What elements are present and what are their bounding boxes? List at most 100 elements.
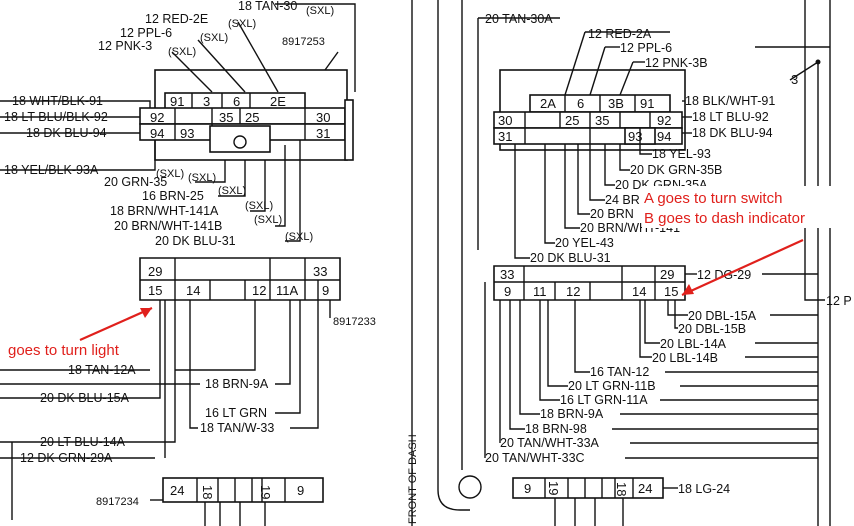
pin-25-right: 25 — [565, 113, 579, 128]
wire-18-brn-9a: 18 BRN-9A — [205, 377, 269, 391]
front-of-dash-label: FRONT OF DASH — [407, 434, 419, 524]
wire-18-yel-93: 18 YEL-93 — [652, 147, 711, 161]
wire-20-brn: 20 BRN — [590, 207, 634, 221]
wire-18-brn-wht-141a: 18 BRN/WHT-141A — [110, 204, 219, 218]
pin-30-right: 30 — [498, 113, 512, 128]
pin-15-left: 15 — [148, 283, 162, 298]
pin-2a-right: 2A — [540, 96, 556, 111]
wire-18-lt-blu-blk-92: 18 LT BLU/BLK-92 — [4, 110, 108, 124]
sxl-tag: (SXL) — [228, 18, 256, 30]
annotation-arrow-turn-light — [79, 306, 153, 342]
pin-3-right-edge: 3 — [791, 72, 798, 87]
part-number-8917234: 8917234 — [96, 496, 139, 508]
wire-20-yel-43: 20 YEL-43 — [555, 236, 614, 250]
wire-12-dk-grn-29a: 12 DK GRN-29A — [20, 451, 113, 465]
wire-16-brn-25: 16 BRN-25 — [142, 189, 204, 203]
right-bottom-connector — [512, 477, 678, 526]
pin-2e-left: 2E — [270, 94, 286, 109]
wire-12-pnk-3: 12 PNK-3 — [98, 39, 152, 53]
pin-6-right: 6 — [577, 96, 584, 111]
pin-29-left: 29 — [148, 264, 162, 279]
left-upper-wires — [0, 3, 356, 242]
sxl-tag: (SXL) — [168, 46, 196, 58]
arrowhead-icon — [140, 308, 152, 318]
wire-20-dk-blu-31: 20 DK BLU-31 — [530, 251, 611, 265]
note-b-dash-indicator: B goes to dash indicator — [644, 210, 805, 227]
wire-20-lt-grn-11b: 20 LT GRN-11B — [568, 379, 656, 393]
wire-20-grn-35: 20 GRN-35 — [104, 175, 167, 189]
pin-24-left: 24 — [170, 483, 184, 498]
wire-18-lg-24: 18 LG-24 — [678, 482, 730, 496]
wire-16-lt-grn-11a: 16 LT GRN-11A — [560, 393, 648, 407]
wire-24-br: 24 BR — [605, 193, 640, 207]
pin-19-right: 19 — [546, 481, 561, 495]
wire-12-red-2a: 12 RED-2A — [588, 27, 652, 41]
sxl-tag: (SXL) — [156, 168, 184, 180]
pin-14-right: 14 — [632, 284, 646, 299]
sxl-tag: (SXL) — [306, 5, 334, 17]
part-number-8917253: 8917253 — [282, 36, 325, 48]
wire-18-brn-98: 18 BRN-98 — [525, 422, 587, 436]
pin-35-left: 35 — [219, 110, 233, 125]
pin-29-right: 29 — [660, 267, 674, 282]
pin-9-bottom-left: 9 — [297, 483, 304, 498]
wire-20-lbl-14a: 20 LBL-14A — [660, 337, 727, 351]
wire-20-lt-blu-14a: 20 LT BLU-14A — [40, 435, 126, 449]
pin-19-left: 19 — [258, 485, 273, 499]
note-a-turn-switch: A goes to turn switch — [644, 190, 782, 207]
pin-91-left: 91 — [170, 94, 184, 109]
sxl-tag: (SXL) — [285, 231, 313, 243]
pin-31-right: 31 — [498, 129, 512, 144]
right-middle-connector — [493, 265, 686, 301]
wire-20-dk-blu-31: 20 DK BLU-31 — [155, 234, 236, 248]
wire-20-tan-30a: 20 TAN-30A — [485, 12, 553, 26]
left-bottom-connector — [150, 477, 324, 526]
wire-18-tan-12a: 18 TAN-12A — [68, 363, 136, 377]
mounting-hole-icon — [458, 475, 482, 499]
left-middle-connector — [139, 257, 341, 301]
pin-93-left: 93 — [180, 126, 194, 141]
arrowhead-icon — [682, 284, 694, 295]
left-lower-wires — [0, 300, 319, 520]
pin-15-right: 15 — [664, 284, 678, 299]
pin-30-left: 30 — [316, 110, 330, 125]
right-upper-connector — [493, 69, 686, 151]
wire-12-p-right: 12 P — [826, 294, 852, 308]
wire-16-tan-12: 16 TAN-12 — [590, 365, 649, 379]
pin-11-right: 11 — [533, 284, 547, 299]
left-upper-connector — [139, 69, 354, 161]
wire-18-lt-blu-92: 18 LT BLU-92 — [692, 110, 769, 124]
pin-93-right: 93 — [628, 129, 642, 144]
wire-18-yel-blk-93a: 18 YEL/BLK-93A — [4, 163, 99, 177]
part-number-8917233: 8917233 — [333, 316, 376, 328]
wire-18-dk-blu-94: 18 DK BLU-94 — [26, 126, 107, 140]
pin-35-right: 35 — [595, 113, 609, 128]
pin-33-right: 33 — [500, 267, 514, 282]
note-turn-light: goes to turn light — [8, 342, 120, 359]
wire-20-brn-wht-141b: 20 BRN/WHT-141B — [114, 219, 222, 233]
pin-12-right: 12 — [566, 284, 580, 299]
pin-24-right: 24 — [638, 481, 652, 496]
pin-12-left: 12 — [252, 283, 266, 298]
wire-20-dk-grn-35b: 20 DK GRN-35B — [630, 163, 722, 177]
wire-20-dbl-15a: 20 DBL-15A — [688, 309, 757, 323]
wire-18-blk-wht-91: 18 BLK/WHT-91 — [685, 94, 775, 108]
annotation-arrow-pin-15 — [681, 238, 804, 297]
wire-20-dk-blu-15a: 20 DK BLU-15A — [40, 391, 130, 405]
pin-31-left: 31 — [316, 126, 330, 141]
wire-18-tan-30: 18 TAN-30 — [238, 0, 297, 13]
pin-94-right: 94 — [657, 129, 671, 144]
wire-20-tan-wht-33a: 20 TAN/WHT-33A — [500, 436, 600, 450]
wire-12-pnk-3b: 12 PNK-3B — [645, 56, 708, 70]
wire-20-tan-wht-33c: 20 TAN/WHT-33C — [485, 451, 585, 465]
wire-12-red-2e: 12 RED-2E — [145, 12, 208, 26]
wire-18-tan-w-33: 18 TAN/W-33 — [200, 421, 274, 435]
wire-20-lbl-14b: 20 LBL-14B — [652, 351, 718, 365]
pin-9-right: 9 — [504, 284, 511, 299]
wire-12-ppl-6: 12 PPL-6 — [120, 26, 172, 40]
pin-91-right: 91 — [640, 96, 654, 111]
wire-18-dk-blu-94: 18 DK BLU-94 — [692, 126, 773, 140]
pin-33-left: 33 — [313, 264, 327, 279]
pin-92-left: 92 — [150, 110, 164, 125]
